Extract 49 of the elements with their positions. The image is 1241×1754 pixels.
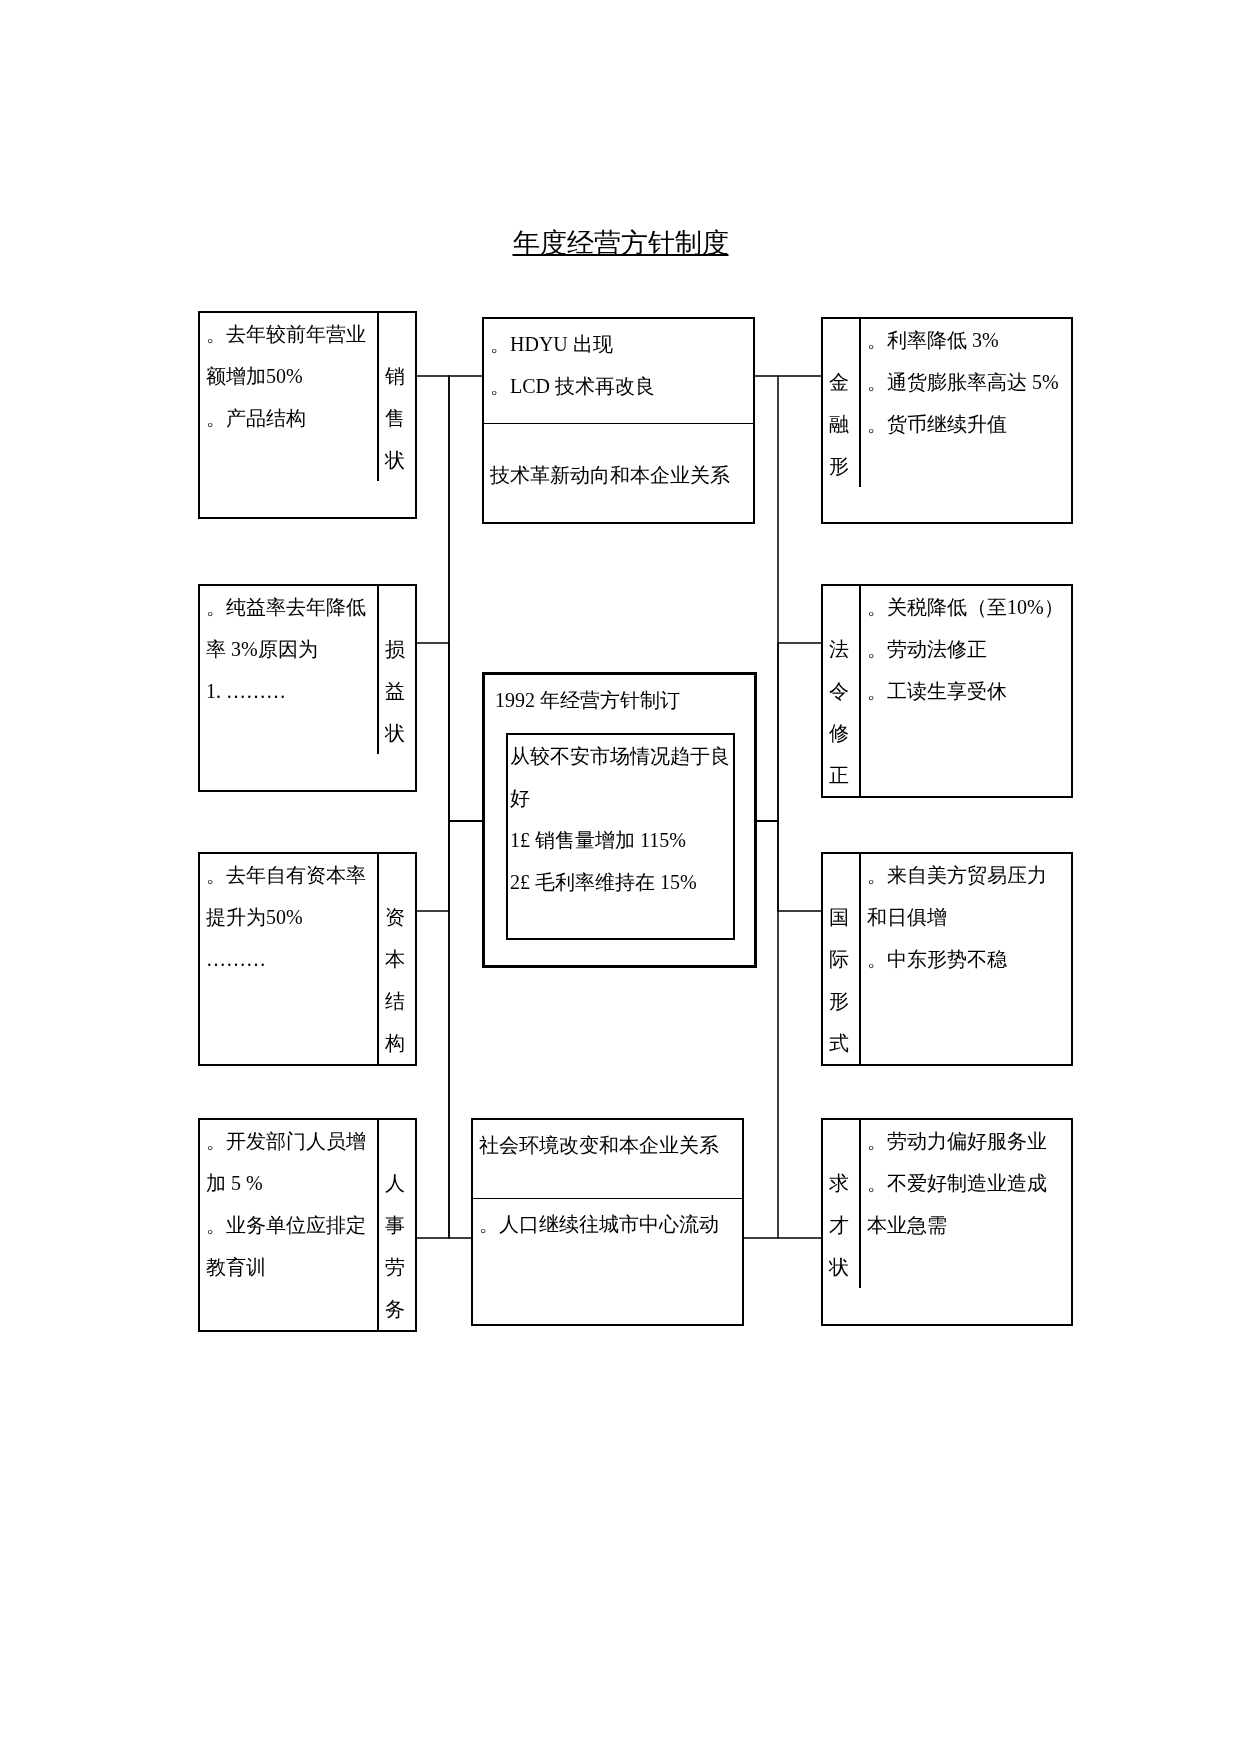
bullet-text: 。货币继续升值 xyxy=(867,412,1008,437)
bullet-text: 。HDYU 出现 xyxy=(490,332,614,357)
side-heading: 求才状 xyxy=(829,1171,850,1280)
bullet-text: 。产品结构 xyxy=(206,406,307,431)
info-box xyxy=(821,317,1073,524)
info-box xyxy=(821,1118,1073,1326)
info-box xyxy=(821,584,1073,798)
bullet-text: 。劳动力偏好服务业 xyxy=(867,1129,1048,1154)
bullet-text: 。不爱好制造业造成本业急需 xyxy=(867,1171,1048,1238)
side-heading: 法令修正 xyxy=(829,637,850,788)
side-heading: 销售状 xyxy=(385,364,406,473)
bullet-text: 。通货膨胀率高达 5% xyxy=(867,370,1060,395)
box-heading: 1992 年经营方针制订 xyxy=(495,688,681,713)
bullet-text: 。工读生享受休 xyxy=(867,679,1008,704)
side-heading: 国际形式 xyxy=(829,905,850,1056)
bullet-text: 。去年自有资本率提升为50% xyxy=(206,863,367,930)
title: 年度经营方针制度 xyxy=(511,226,730,260)
connector-line xyxy=(448,820,779,1239)
info-box xyxy=(198,584,417,792)
info-box xyxy=(198,852,417,1066)
bullet-text: ……… xyxy=(206,947,267,972)
side-heading: 金融形 xyxy=(829,370,850,479)
info-box xyxy=(482,317,755,524)
bullet-text: 1. ……… xyxy=(206,679,287,704)
bullet-text: 。中东形势不稳 xyxy=(867,947,1008,972)
info-box xyxy=(198,311,417,519)
bullet-text: 。人口继续往城市中心流动 xyxy=(479,1212,720,1237)
info-box xyxy=(471,1118,744,1326)
bullet-text: 。业务单位应排定教育训 xyxy=(206,1213,367,1280)
side-heading: 损益状 xyxy=(385,637,406,746)
section-heading: 技术革新动向和本企业关系 xyxy=(490,463,731,488)
bullet-text: 。劳动法修正 xyxy=(867,637,988,662)
info-box xyxy=(821,852,1073,1066)
bullet-text: 。关税降低（至10%） xyxy=(867,595,1065,620)
info-box xyxy=(506,733,735,940)
plan-text: 2£ 毛利率维持在 15% xyxy=(510,870,698,895)
bullet-text: 。来自美方贸易压力和日俱增 xyxy=(867,863,1048,930)
bullet-text: 。纯益率去年降低率 3%原因为 xyxy=(206,595,367,662)
bullet-text: 。利率降低 3% xyxy=(867,328,1000,353)
plan-text: 1£ 销售量增加 115% xyxy=(510,828,687,853)
info-box xyxy=(482,672,757,968)
info-box xyxy=(198,1118,417,1332)
section-heading: 社会环境改变和本企业关系 xyxy=(479,1133,720,1158)
bullet-text: 。LCD 技术再改良 xyxy=(490,374,656,399)
side-heading: 资本结构 xyxy=(385,905,406,1056)
side-heading: 人事劳务 xyxy=(385,1171,406,1322)
bullet-text: 。开发部门人员增加 5 % xyxy=(206,1129,367,1196)
bullet-text: 。去年较前年营业额增加50% xyxy=(206,322,367,389)
plan-text: 从较不安市场情况趋于良好 xyxy=(510,744,731,811)
